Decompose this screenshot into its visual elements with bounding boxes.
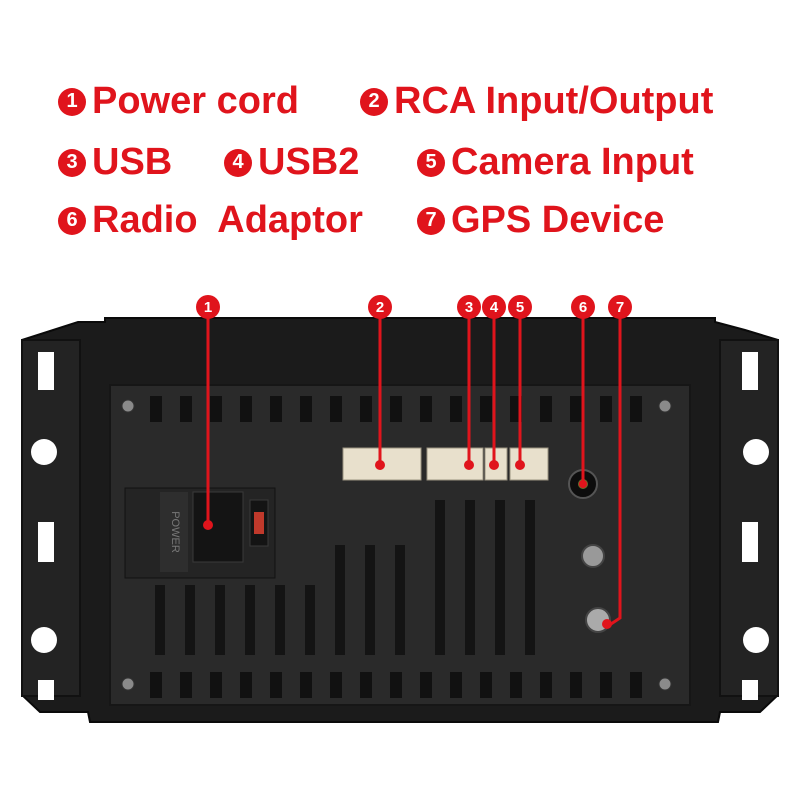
- legend-number: 6: [58, 206, 86, 235]
- screw: [658, 399, 672, 413]
- marker-number: 2: [376, 299, 384, 316]
- legend-item-power-cord: 1 Power cord: [58, 80, 299, 123]
- middle-vents: [155, 500, 535, 655]
- legend-label: USB2: [258, 141, 360, 183]
- marker-5: 5: [508, 295, 532, 319]
- marker-number: 5: [516, 299, 524, 316]
- marker-3: 3: [457, 295, 481, 319]
- marker-number: 7: [616, 299, 624, 316]
- legend-item-radio: 6 Radio Adaptor: [58, 199, 363, 242]
- screw: [121, 399, 135, 413]
- marker-6: 6: [571, 295, 595, 319]
- fuse: [254, 512, 264, 534]
- marker-number: 4: [490, 299, 499, 316]
- marker-1: 1: [196, 295, 220, 319]
- screw: [121, 677, 135, 691]
- connection-dots: [203, 460, 612, 629]
- legend-number: 1: [58, 87, 86, 116]
- marker-number: 3: [465, 299, 473, 316]
- marker-2: 2: [368, 295, 392, 319]
- legend-number: 3: [58, 148, 86, 177]
- power-connector: [192, 491, 244, 563]
- bracket-holes: [31, 352, 769, 700]
- legend-item-usb: 3 USB: [58, 141, 172, 184]
- legend-label: Power cord: [92, 80, 299, 122]
- legend-number: 2: [360, 87, 388, 116]
- legend-item-camera: 5 Camera Input: [417, 141, 694, 184]
- leader-lines: [206, 318, 622, 628]
- power-sticker: [160, 492, 188, 572]
- legend-label: Radio Adaptor: [92, 199, 363, 241]
- power-sticker-text: POWER: [169, 511, 181, 553]
- legend-label: Camera Input: [451, 141, 694, 183]
- legend-number: 4: [224, 148, 252, 177]
- lower-vent-row: [150, 672, 642, 698]
- legend-number: 7: [417, 206, 445, 235]
- legend-item-usb2: 4 USB2: [224, 141, 359, 184]
- aux-jack: [581, 544, 605, 568]
- marker-number: 1: [204, 299, 212, 316]
- legend-number: 5: [417, 148, 445, 177]
- legend-label: GPS Device: [451, 199, 665, 241]
- marker-4: 4: [482, 295, 506, 319]
- marker-7: 7: [608, 295, 632, 319]
- usb-connector: [426, 447, 484, 481]
- legend-item-gps: 7 GPS Device: [417, 199, 664, 242]
- legend-item-rca: 2 RCA Input/Output: [360, 80, 713, 123]
- marker-number: 6: [579, 299, 587, 316]
- legend-label: RCA Input/Output: [394, 80, 714, 122]
- screw: [658, 677, 672, 691]
- legend-label: USB: [92, 141, 173, 183]
